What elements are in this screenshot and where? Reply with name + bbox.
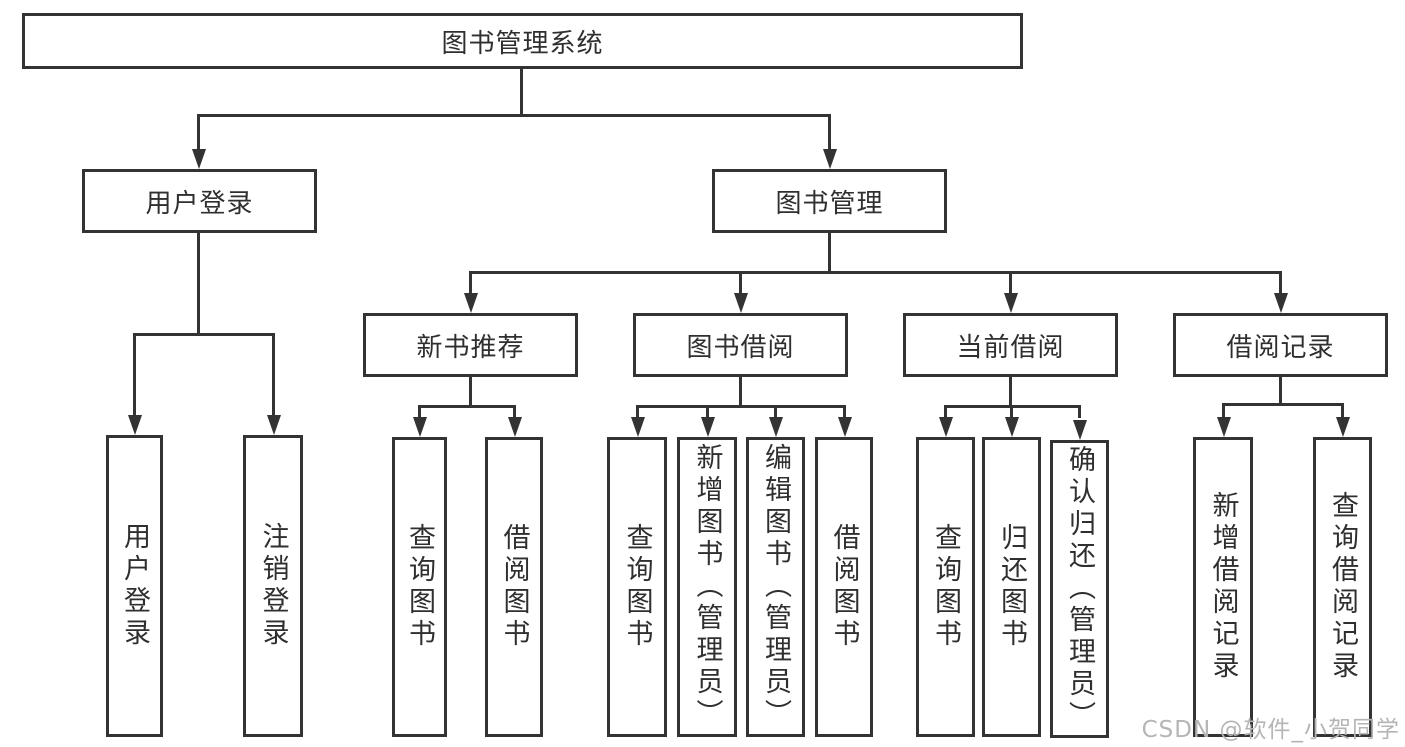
connector-line <box>1222 403 1225 418</box>
connector-line <box>513 405 516 418</box>
node-label: 查询图书 <box>404 523 435 651</box>
node-label: 查询图书 <box>621 523 653 651</box>
connector-line <box>1341 403 1344 418</box>
leaf-logout: 注销登录 <box>243 435 303 737</box>
node-label: 图书管理系统 <box>441 28 604 59</box>
node-label: 归还图书 <box>996 523 1027 651</box>
connector-line <box>1222 403 1343 406</box>
node-label: 借阅图书 <box>498 523 530 651</box>
node-user-login: 用户登录 <box>82 169 317 233</box>
node-label: 借阅图书 <box>828 523 860 651</box>
watermark-text: CSDN @软件_小贺同学 <box>1141 717 1400 743</box>
connector-line <box>774 405 777 418</box>
node-label: 注销登录 <box>257 522 289 650</box>
node-label: 图书管理 <box>775 188 884 219</box>
arrow-down-icon <box>1216 417 1231 437</box>
leaf-query-books-current: 查询图书 <box>916 437 975 737</box>
arrow-down-icon <box>768 417 783 437</box>
connector-line <box>1010 405 1013 418</box>
connector-line <box>828 114 831 150</box>
arrow-down-icon <box>127 415 142 435</box>
connector-line <box>197 114 200 150</box>
leaf-query-borrow-record: 查询借阅记录 <box>1313 437 1372 737</box>
node-label: 新增借阅记录 <box>1207 491 1239 683</box>
leaf-user-login: 用户登录 <box>106 435 163 737</box>
arrow-down-icon <box>1004 417 1019 437</box>
arrow-down-icon <box>938 417 953 437</box>
arrow-down-icon <box>837 417 852 437</box>
node-book-management: 图书管理 <box>712 169 947 233</box>
node-current-borrowing: 当前借阅 <box>903 313 1118 377</box>
connector-line <box>520 69 523 116</box>
leaf-borrow-books-borrow: 借阅图书 <box>815 437 873 737</box>
arrow-down-icon <box>507 417 522 437</box>
connector-line <box>1009 377 1012 407</box>
connector-line <box>636 405 844 408</box>
connector-line <box>1078 405 1081 418</box>
arrow-down-icon <box>266 415 281 435</box>
arrow-down-icon <box>630 417 645 437</box>
arrow-down-icon <box>1072 420 1087 440</box>
node-label: 确认归还（管理员） <box>1064 445 1095 733</box>
arrow-down-icon <box>1003 293 1018 313</box>
node-label: 查询借阅记录 <box>1327 491 1358 683</box>
connector-line <box>636 405 639 418</box>
arrow-down-icon <box>463 293 478 313</box>
node-book-borrowing: 图书借阅 <box>633 313 848 377</box>
connector-line <box>739 377 742 407</box>
connector-line <box>1279 271 1282 294</box>
connector-line <box>843 405 846 418</box>
connector-line <box>272 333 275 416</box>
node-label: 查询图书 <box>930 523 961 651</box>
connector-line <box>197 114 830 117</box>
node-label: 用户登录 <box>145 188 254 219</box>
leaf-return-books: 归还图书 <box>982 437 1041 737</box>
arrow-down-icon <box>412 417 427 437</box>
leaf-borrow-books-recommend: 借阅图书 <box>485 437 543 737</box>
connector-line <box>1009 271 1012 294</box>
node-label: 新书推荐 <box>416 332 525 363</box>
connector-line <box>469 377 472 407</box>
leaf-edit-book-admin: 编辑图书（管理员） <box>746 437 805 737</box>
node-new-book-recommendation: 新书推荐 <box>363 313 578 377</box>
node-label: 当前借阅 <box>956 332 1065 363</box>
connector-line <box>133 333 136 416</box>
arrow-down-icon <box>1273 293 1288 313</box>
node-label: 用户登录 <box>119 522 150 650</box>
connector-line <box>418 405 421 418</box>
node-label: 新增图书（管理员） <box>691 443 723 731</box>
arrow-down-icon <box>700 417 715 437</box>
arrow-down-icon <box>191 149 206 169</box>
leaf-query-books-recommend: 查询图书 <box>392 437 447 737</box>
connector-line <box>197 233 200 335</box>
connector-line <box>133 333 274 336</box>
connector-line <box>469 271 1281 274</box>
node-label: 借阅记录 <box>1226 332 1335 363</box>
connector-line <box>418 405 515 408</box>
connector-line <box>706 405 709 418</box>
leaf-add-book-admin: 新增图书（管理员） <box>677 437 737 737</box>
leaf-query-books-borrow: 查询图书 <box>607 437 667 737</box>
arrow-down-icon <box>1335 417 1350 437</box>
arrow-down-icon <box>733 293 748 313</box>
node-label: 编辑图书（管理员） <box>760 443 791 731</box>
node-label: 图书借阅 <box>686 332 795 363</box>
leaf-confirm-return-admin: 确认归还（管理员） <box>1050 440 1109 738</box>
node-root: 图书管理系统 <box>22 13 1023 69</box>
connector-line <box>469 271 472 294</box>
connector-line <box>944 405 947 418</box>
arrow-down-icon <box>822 149 837 169</box>
connector-line <box>1279 377 1282 405</box>
connector-line <box>739 271 742 294</box>
connector-line <box>828 233 831 273</box>
leaf-add-borrow-record: 新增借阅记录 <box>1193 437 1253 737</box>
node-borrowing-records: 借阅记录 <box>1173 313 1388 377</box>
